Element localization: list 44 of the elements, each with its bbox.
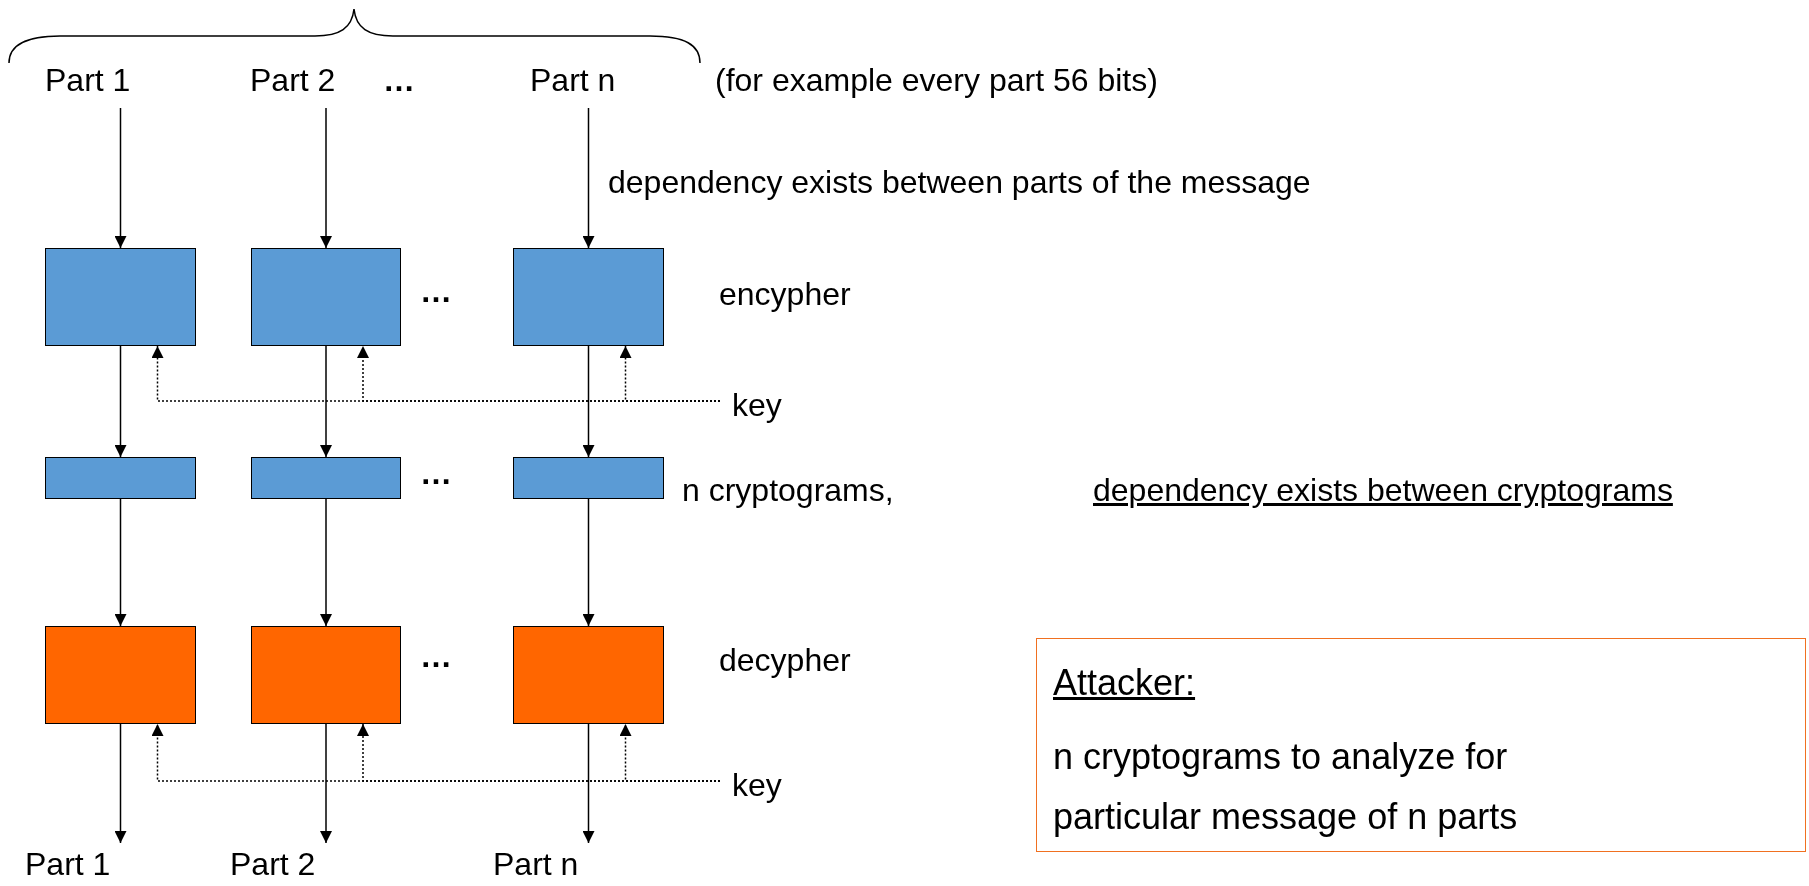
- stage-label: decypher: [719, 641, 851, 680]
- part-label: Part n: [530, 58, 640, 102]
- dotted-arrow: [619, 345, 721, 402]
- decipher-block: [251, 626, 401, 724]
- encipher-block: [251, 248, 401, 346]
- cryptogram-block: [45, 457, 196, 499]
- arrow: [582, 107, 595, 249]
- part-label: Part n: [493, 843, 603, 885]
- arrow: [582, 498, 595, 627]
- note-heading: Attacker:: [1053, 661, 1196, 705]
- ellipsis: …: [420, 272, 452, 311]
- arrow: [114, 345, 127, 458]
- arrow: [114, 498, 127, 627]
- note-box: [1036, 638, 1806, 852]
- arrow: [114, 723, 127, 844]
- key-label: key: [720, 763, 790, 807]
- note-text: dependency exists between cryptograms: [1093, 471, 1673, 510]
- key-label: key: [720, 383, 790, 427]
- ellipsis: …: [420, 637, 452, 676]
- note-text: (for example every part 56 bits): [715, 61, 1158, 100]
- note-text: dependency exists between parts of the message: [608, 163, 1311, 202]
- part-label: Part 1: [25, 843, 130, 885]
- encipher-block: [513, 248, 664, 346]
- stage-label: n cryptograms,: [682, 471, 894, 510]
- arrow: [320, 107, 332, 249]
- dotted-arrow: [619, 723, 721, 782]
- cryptogram-block: [513, 457, 664, 499]
- arrow: [582, 723, 595, 844]
- arrow: [582, 345, 595, 458]
- encipher-block: [45, 248, 196, 346]
- decipher-block: [513, 626, 664, 724]
- arrow: [320, 345, 332, 458]
- ellipsis: …: [420, 454, 452, 493]
- arrow: [320, 723, 332, 844]
- cryptogram-block: [251, 457, 401, 499]
- note-text: n cryptograms to analyze for particular message of n parts: [1053, 735, 1519, 839]
- decipher-block: [45, 626, 196, 724]
- arrow: [114, 107, 127, 249]
- part-label: Part 2: [230, 843, 340, 885]
- ellipsis: …: [383, 61, 415, 100]
- part-label: Part 2: [250, 58, 360, 102]
- part-label: Part 1: [45, 58, 150, 102]
- arrow: [320, 498, 332, 627]
- stage-label: encypher: [719, 275, 851, 314]
